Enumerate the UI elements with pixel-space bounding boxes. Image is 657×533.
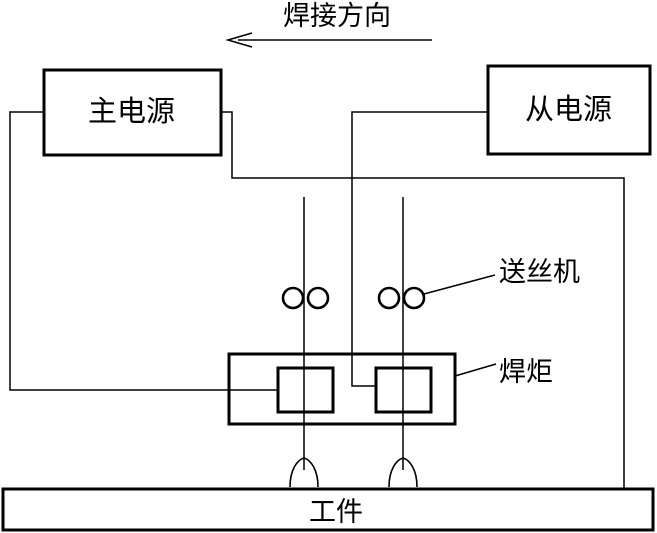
main-power-label: 主电源 — [88, 94, 175, 128]
welding-arc-lead — [289, 457, 319, 488]
wire-feeder-roller — [402, 286, 426, 310]
contact-tip-lead — [276, 366, 335, 414]
workpiece-plate — [1, 487, 655, 532]
direction-arrow-head — [225, 32, 253, 48]
welding-direction-arrow — [225, 32, 432, 48]
welding-direction-label: 焊接方向 — [283, 1, 391, 32]
main-power-cable-to-workpiece — [221, 111, 625, 489]
wire-feeder-leader — [423, 274, 496, 295]
slave-power-cable-to-torch — [351, 111, 488, 387]
wire-feeder-roller — [377, 286, 401, 310]
wire-feeder-roller — [281, 286, 305, 310]
wire-feeder-roller — [306, 286, 330, 310]
torch-leader — [454, 363, 497, 377]
slave-power-label: 从电源 — [525, 92, 612, 126]
main-power-cable-to-torch — [9, 111, 278, 391]
torch-label: 焊炬 — [499, 357, 553, 388]
torch-housing — [227, 352, 457, 426]
welding-arc-trail — [388, 457, 418, 488]
contact-tip-trail — [374, 366, 433, 414]
wire-feeder-label: 送丝机 — [499, 257, 580, 288]
slave-power-box — [486, 64, 652, 156]
workpiece-label: 工件 — [309, 497, 363, 528]
